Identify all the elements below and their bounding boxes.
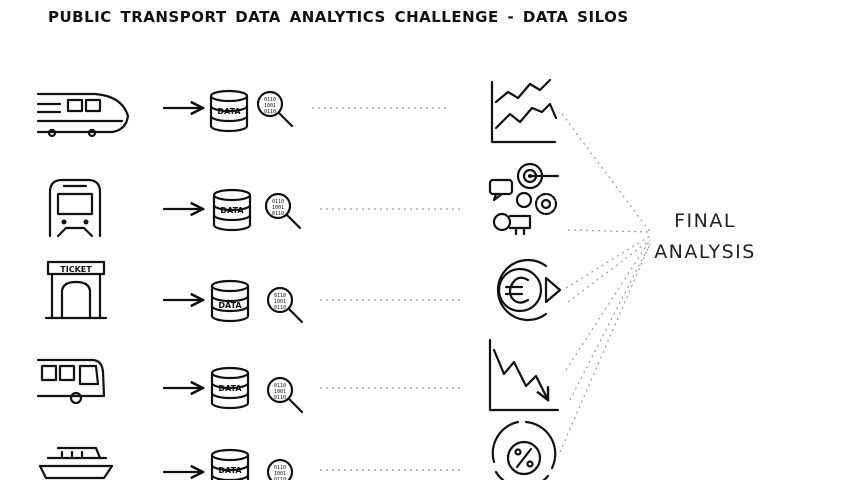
database-label: DATA <box>218 301 242 310</box>
search-data-icon <box>266 376 304 414</box>
search-data-icon <box>266 458 304 480</box>
euro-coin-icon <box>496 258 562 322</box>
final-analysis-line2: ANALYSIS <box>654 241 756 263</box>
database-icon: DATA <box>209 89 249 133</box>
page-title: PUBLIC TRANSPORT DATA ANALYTICS CHALLENG… <box>48 8 629 26</box>
database-label: DATA <box>220 206 244 215</box>
converging-connectors <box>559 113 651 453</box>
ticket-booth-icon: TICKET <box>44 260 108 320</box>
bus-icon <box>36 358 106 405</box>
high-speed-train-icon <box>36 92 130 138</box>
search-data-icon <box>264 192 302 230</box>
search-data-icon <box>266 286 304 324</box>
metro-train-icon <box>48 178 102 238</box>
search-data-icon <box>256 90 294 128</box>
database-label: DATA <box>218 466 242 475</box>
database-icon: DATA <box>210 366 250 410</box>
database-label: DATA <box>218 384 242 393</box>
database-icon: DATA <box>212 188 252 232</box>
ferry-icon <box>38 446 114 480</box>
database-label: DATA <box>217 107 241 116</box>
database-icon: DATA <box>210 448 250 480</box>
line-chart-icon <box>490 78 558 144</box>
declining-chart-icon <box>488 338 560 412</box>
final-analysis-label: FINAL ANALYSIS <box>640 206 770 268</box>
database-icon: DATA <box>210 279 250 323</box>
ticket-label: TICKET <box>60 265 92 274</box>
percent-pie-icon <box>491 420 557 480</box>
final-analysis-line1: FINAL <box>674 210 736 232</box>
target-gears-icon <box>488 162 560 236</box>
